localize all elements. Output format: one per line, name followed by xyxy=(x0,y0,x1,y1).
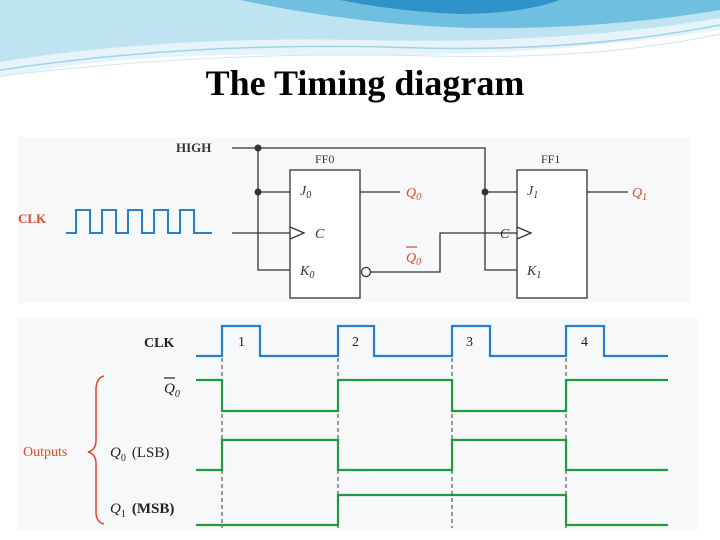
svg-text:Q0(LSB): Q0 (LSB) xyxy=(110,445,169,464)
circuit-diagram: CLK HIGH FF0 J0 C K0 Q0 Q0 FF1 J1 C K1 Q… xyxy=(18,137,690,303)
svg-text:Q0: Q0 xyxy=(406,186,421,203)
ff0-c-label: C xyxy=(315,227,325,242)
svg-text:Q0: Q0 xyxy=(164,381,180,400)
ff0-j-label: J xyxy=(300,184,307,199)
outputs-label: Outputs xyxy=(23,445,67,460)
timing-q1-sub: 1 xyxy=(121,509,126,520)
ff1-c-label: C xyxy=(500,227,510,242)
ff1-name: FF1 xyxy=(541,152,560,166)
clk-pulse-train xyxy=(66,209,212,234)
outputs-brace xyxy=(87,375,105,525)
ff0-k-label: K xyxy=(299,264,310,279)
q0-waveform xyxy=(196,438,668,472)
pulse-number-2: 2 xyxy=(352,335,359,350)
timing-clk-label: CLK xyxy=(144,336,174,351)
ff0-inverting-bubble xyxy=(360,266,372,278)
ff1-k-sub: 1 xyxy=(536,270,541,281)
ff1-k-label: K xyxy=(526,264,537,279)
timing-q0-suffix: (LSB) xyxy=(132,445,170,461)
q1-waveform xyxy=(196,493,668,527)
timing-q1-label: Q xyxy=(110,501,121,517)
ff0-j-sub: 0 xyxy=(306,190,311,201)
svg-text:Q0: Q0 xyxy=(406,251,421,268)
ff0-clock-triangle xyxy=(289,226,306,240)
timing-diagram: CLK Q0 Outputs Q0(LSB) Q1(MSB) 1 2 3 4 xyxy=(18,318,698,530)
j1-junction-dot xyxy=(481,188,489,196)
circuit-clk-label: CLK xyxy=(18,211,47,226)
circuit-q1-sub: 1 xyxy=(642,192,647,203)
timing-q0bar-sub: 0 xyxy=(175,389,180,400)
ff1-j-label: J xyxy=(527,184,534,199)
pulse-number-3: 3 xyxy=(466,335,473,350)
circuit-q0-sub: 0 xyxy=(416,192,421,203)
timing-q0-sub: 0 xyxy=(121,453,126,464)
clk-waveform xyxy=(196,324,668,358)
svg-text:Q1: Q1 xyxy=(632,186,647,203)
svg-text:K0: K0 xyxy=(299,264,314,281)
svg-text:J1: J1 xyxy=(527,184,538,201)
ff0-k-sub: 0 xyxy=(309,270,314,281)
ff1-j-sub: 1 xyxy=(533,190,538,201)
pulse-number-1: 1 xyxy=(238,335,245,350)
timing-q0bar-label: Q xyxy=(164,381,175,397)
svg-text:Q1(MSB): Q1 (MSB) xyxy=(110,501,174,520)
q0bar-waveform xyxy=(196,378,668,413)
circuit-q1-label: Q xyxy=(632,186,642,201)
circuit-q0bar-sub: 0 xyxy=(416,257,421,268)
j0-junction-dot xyxy=(254,188,262,196)
svg-text:J0: J0 xyxy=(300,184,311,201)
circuit-q0-label: Q xyxy=(406,186,416,201)
timing-q1-suffix: (MSB) xyxy=(132,501,175,517)
circuit-q0bar-label: Q xyxy=(406,251,416,266)
ff1-clock-triangle xyxy=(516,226,533,240)
svg-text:K1: K1 xyxy=(526,264,541,281)
pulse-number-4: 4 xyxy=(581,335,588,350)
ff0-name: FF0 xyxy=(315,152,334,166)
header-banner xyxy=(0,0,720,78)
slide-title: The Timing diagram xyxy=(205,63,525,103)
q0bar-to-ff1-clock-wire xyxy=(371,232,517,273)
high-junction-dot xyxy=(254,144,262,152)
high-wire xyxy=(232,147,517,271)
high-label: HIGH xyxy=(176,140,211,155)
timing-q0-label: Q xyxy=(110,445,121,461)
